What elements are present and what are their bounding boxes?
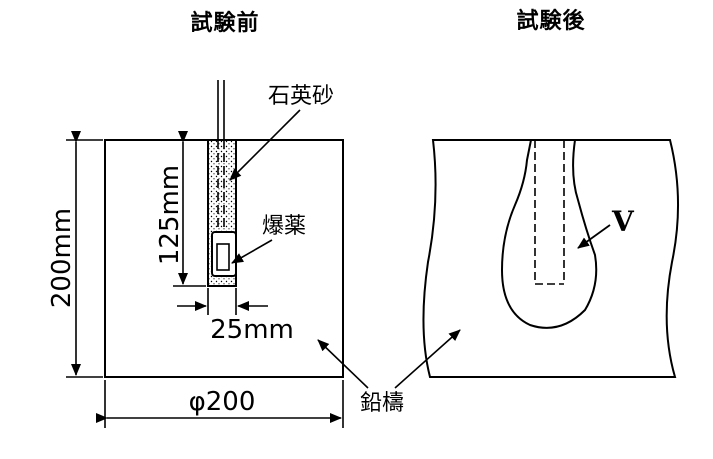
label-25mm: 25mm (210, 315, 294, 345)
explosive-charge (211, 231, 237, 277)
dimension-200mm (66, 131, 103, 378)
label-phi200: φ200 (189, 387, 256, 417)
block-after (422, 139, 679, 378)
leader-lead-block-left (317, 339, 369, 389)
title-before: 試験前 (190, 10, 259, 36)
label-lead-block: 鉛檮 (360, 391, 404, 416)
label-200mm: 200mm (47, 208, 77, 308)
label-void: V (611, 205, 635, 238)
dimension-phi200 (96, 380, 344, 428)
title-after: 試験後 (516, 8, 585, 34)
dimension-25mm (177, 288, 268, 315)
expanded-cavity (500, 139, 598, 329)
leader-explosive (231, 239, 273, 264)
leader-void (577, 224, 611, 249)
original-hole-outline (534, 140, 565, 285)
leader-quartz-sand (229, 109, 301, 181)
leader-lead-block-right (394, 329, 461, 389)
label-explosive: 爆薬 (262, 214, 306, 239)
label-quartz-sand: 石英砂 (268, 84, 334, 109)
label-125mm: 125mm (155, 165, 185, 265)
dimension-125mm (173, 131, 206, 287)
detonator-wire (217, 80, 225, 140)
